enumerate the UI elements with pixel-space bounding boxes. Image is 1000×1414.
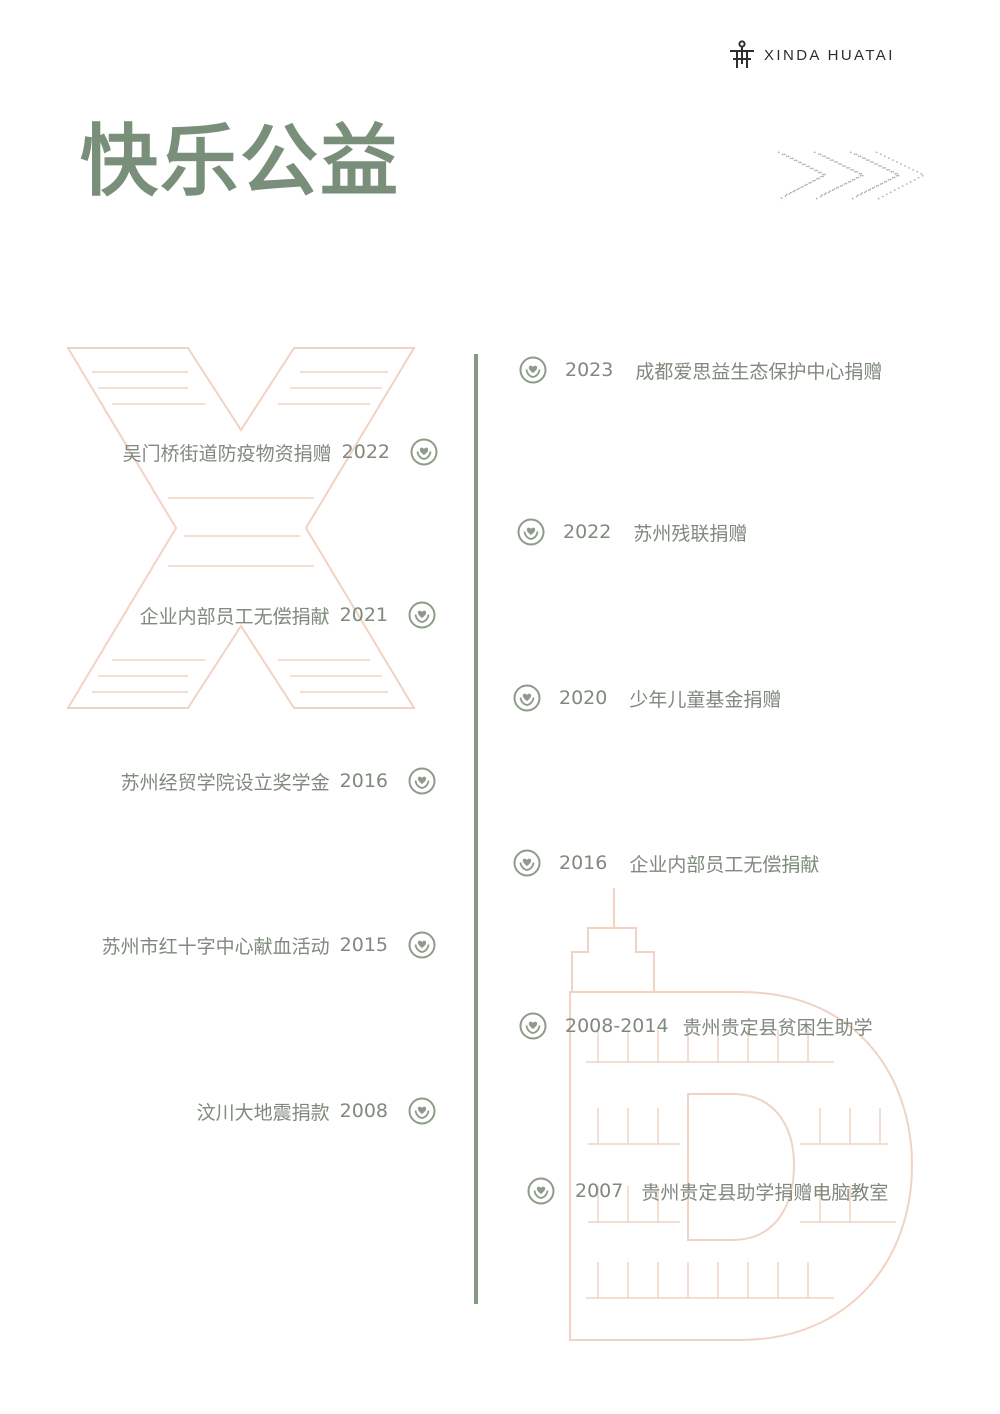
heart-hands-icon: [519, 1012, 547, 1040]
timeline-item-year: 2023: [565, 359, 614, 381]
heart-hands-icon: [408, 601, 436, 629]
timeline-item-text: 苏州市红十字中心献血活动: [101, 935, 330, 958]
timeline-item: 汶川大地震捐款 2008: [197, 1095, 436, 1127]
heart-hands-icon: [513, 684, 541, 712]
brand-logo: XINDA HUATAI: [728, 40, 895, 70]
timeline-item: 2007 贵州贵定县助学捐赠电脑教室: [527, 1175, 888, 1207]
timeline-item: 2020 少年儿童基金捐赠: [513, 682, 781, 714]
heart-hands-icon: [513, 849, 541, 877]
timeline-item: 2023 成都爱思益生态保护中心捐赠: [519, 354, 882, 386]
building-outline: [571, 888, 655, 992]
heart-hands-icon: [527, 1177, 555, 1205]
brand-mark-icon: [730, 40, 754, 68]
timeline-item: 苏州经贸学院设立奖学金 2016: [121, 765, 436, 797]
timeline-item: 2016 企业内部员工无偿捐献: [513, 847, 819, 879]
timeline-item-year: 2022: [341, 441, 390, 463]
timeline-item-text: 企业内部员工无偿捐献: [629, 853, 820, 876]
timeline-item-year: 2021: [339, 604, 388, 626]
timeline-item-year: 2020: [559, 687, 608, 709]
timeline-item-text: 吴门桥街道防疫物资捐赠: [122, 442, 332, 465]
timeline-item-year: 2022: [563, 521, 612, 543]
timeline-item-year: 2015: [339, 934, 388, 956]
heart-hands-icon: [408, 931, 436, 959]
timeline-item-text: 苏州残联捐赠: [633, 522, 748, 545]
timeline-item-text: 成都爱思益生态保护中心捐赠: [635, 360, 883, 383]
timeline-item-year: 2016: [559, 852, 608, 874]
heart-hands-icon: [517, 518, 545, 546]
timeline-item: 企业内部员工无偿捐献 2021: [140, 599, 436, 631]
heart-hands-icon: [519, 356, 547, 384]
timeline-item: 苏州市红十字中心献血活动 2015: [102, 929, 436, 961]
timeline-item-text: 少年儿童基金捐赠: [629, 688, 782, 711]
timeline-item: 吴门桥街道防疫物资捐赠 2022: [123, 436, 438, 468]
page-title: 快乐公益: [80, 117, 401, 207]
timeline-item-year: 2007: [575, 1180, 624, 1202]
heart-hands-icon: [408, 1097, 436, 1125]
timeline-item-text: 贵州贵定县贫困生助学: [682, 1016, 873, 1039]
heart-hands-icon: [408, 767, 436, 795]
timeline-item-text: 企业内部员工无偿捐献: [139, 605, 330, 628]
timeline-item-year: 2008-2014: [565, 1015, 669, 1037]
timeline-item: 2008-2014 贵州贵定县贫困生助学: [519, 1010, 873, 1042]
timeline-item-text: 汶川大地震捐款: [196, 1101, 330, 1124]
timeline-item-text: 苏州经贸学院设立奖学金: [120, 771, 330, 794]
timeline-item-year: 2016: [339, 770, 388, 792]
brand-name: XINDA HUATAI: [764, 46, 895, 64]
dotted-chevrons-icon: [777, 151, 926, 201]
timeline-item-year: 2008: [339, 1100, 388, 1122]
timeline-item-text: 贵州贵定县助学捐赠电脑教室: [641, 1181, 889, 1204]
timeline-item: 2022 苏州残联捐赠: [517, 516, 747, 548]
x-letter-outline: [66, 347, 416, 709]
heart-hands-icon: [410, 438, 438, 466]
timeline-axis: [474, 354, 478, 1304]
d-letter-outline: [569, 991, 914, 1341]
